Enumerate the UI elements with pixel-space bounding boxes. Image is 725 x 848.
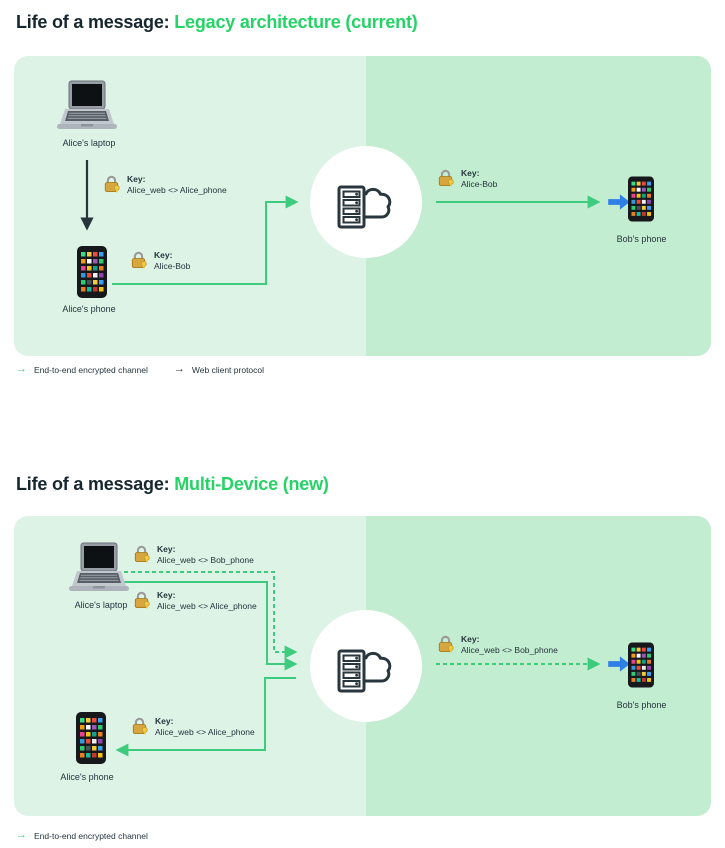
black-arrow-icon: → <box>173 363 185 375</box>
lock-icon <box>436 168 455 187</box>
section1-title-prefix: Life of a message: <box>16 12 170 32</box>
key-title: Key: <box>127 174 146 184</box>
lock-icon <box>129 250 148 269</box>
key-title: Key: <box>157 544 176 554</box>
lock-icon <box>436 634 455 653</box>
legend-label: Web client protocol <box>191 364 265 375</box>
key-title: Key: <box>461 168 480 178</box>
key-value: Alice_web <> Alice_phone <box>157 600 257 611</box>
e2e-arrow-phone-to-server <box>112 195 299 285</box>
key-title: Key: <box>154 250 173 260</box>
key-server-phone: Key: Alice_web <> Alice_phone <box>130 716 255 737</box>
key-value: Alice_web <> Bob_phone <box>461 644 558 655</box>
green-arrow-icon: → <box>16 363 27 375</box>
phone-icon <box>77 246 107 298</box>
green-arrow-icon: → <box>16 829 27 841</box>
key-value: Alice-Bob <box>461 178 498 189</box>
alice-phone-label: Alice's phone <box>62 304 116 314</box>
key-server-bob: Key: Alice-Bob <box>436 168 497 189</box>
legacy-architecture-diagram: Alice's laptop Key: Alice_web <> Alice_p… <box>14 56 711 356</box>
alice-phone-label: Alice's phone <box>60 772 114 782</box>
server-cloud-icon <box>333 636 399 696</box>
key-laptop-phone: Key: Alice_web <> Alice_phone <box>102 174 227 195</box>
key-title: Key: <box>155 716 174 726</box>
legend-label: End-to-end encrypted channel <box>34 364 148 375</box>
bob-phone-label: Bob's phone <box>616 234 667 244</box>
laptop-icon <box>54 80 120 136</box>
e2e-arrow-laptop-to-server-bobkey <box>117 571 298 659</box>
server-cloud-icon <box>333 172 399 232</box>
key-value: Alice-Bob <box>154 260 191 271</box>
lock-icon <box>102 174 121 193</box>
key-value: Alice_web <> Alice_phone <box>127 184 227 195</box>
phone-icon <box>76 712 106 764</box>
legend-section2: → End-to-end encrypted channel <box>16 830 148 841</box>
lock-icon <box>130 716 149 735</box>
key-title: Key: <box>461 634 480 644</box>
legend-label: End-to-end encrypted channel <box>34 830 148 841</box>
key-laptop-bob: Key: Alice_web <> Bob_phone <box>132 544 254 565</box>
legend-section1: → End-to-end encrypted channel → Web cli… <box>16 364 264 375</box>
bob-phone-label: Bob's phone <box>616 700 667 710</box>
multi-device-diagram: Alice's laptop Key: Alice_web <> Bob_pho… <box>14 516 711 816</box>
section2-title-highlight: Multi-Device (new) <box>174 474 329 494</box>
legend-item-web-client: → Web client protocol <box>174 364 264 375</box>
laptop-icon <box>66 542 132 598</box>
legend-item-e2e: → End-to-end encrypted channel <box>16 830 148 841</box>
section2-title: Life of a message: Multi-Device (new) <box>16 474 329 495</box>
lock-icon <box>132 544 151 563</box>
alice-laptop-label: Alice's laptop <box>74 600 128 610</box>
key-server-bob: Key: Alice_web <> Bob_phone <box>436 634 558 655</box>
alice-laptop-label: Alice's laptop <box>62 138 116 148</box>
e2e-arrow-server-to-phone <box>115 677 296 757</box>
section1-title: Life of a message: Legacy architecture (… <box>16 12 418 33</box>
section2-title-prefix: Life of a message: <box>16 474 170 494</box>
phone-icon <box>628 176 654 222</box>
key-laptop-phone: Key: Alice_web <> Alice_phone <box>132 590 257 611</box>
server-node <box>310 146 422 258</box>
key-value: Alice_web <> Bob_phone <box>157 554 254 565</box>
section1-title-highlight: Legacy architecture (current) <box>174 12 418 32</box>
lock-icon <box>132 590 151 609</box>
key-title: Key: <box>157 590 176 600</box>
server-node <box>310 610 422 722</box>
key-phone-server: Key: Alice-Bob <box>129 250 190 271</box>
key-value: Alice_web <> Alice_phone <box>155 726 255 737</box>
phone-icon <box>628 642 654 688</box>
legend-item-e2e: → End-to-end encrypted channel <box>16 364 148 375</box>
